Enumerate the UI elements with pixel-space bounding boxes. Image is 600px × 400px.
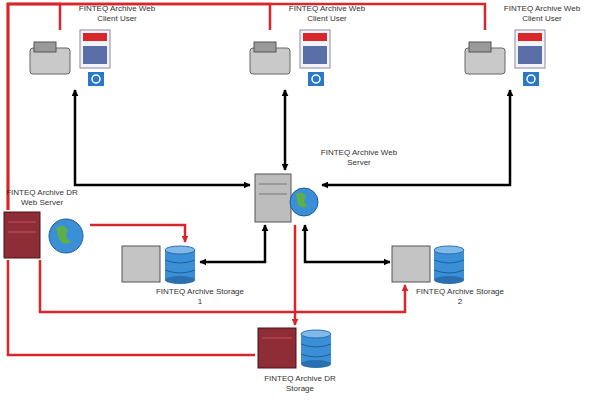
dr-storage-node: FINTEQ Archive DR Storage	[255, 325, 335, 372]
server-slot	[259, 194, 287, 195]
dr-link	[8, 4, 60, 210]
app-tile	[303, 46, 327, 64]
dr-link	[40, 260, 405, 312]
client-computer-icon	[30, 30, 110, 86]
browser-icon	[308, 72, 324, 86]
dr-link	[8, 4, 270, 210]
server-box	[122, 246, 160, 282]
disk-bottom	[165, 276, 195, 284]
disk-top	[165, 246, 195, 254]
node-label: FINTEQ Archive Web Client User	[497, 4, 587, 24]
storage-node: FINTEQ Archive Storage 1	[120, 242, 200, 285]
browser-glyph	[92, 75, 100, 83]
server-slot	[262, 338, 292, 339]
server-box	[392, 246, 430, 282]
dr-web-server-node: FINTEQ Archive DR Web Server	[0, 210, 90, 260]
server-tower	[255, 174, 291, 222]
dr-storage-icon	[258, 328, 331, 368]
app-tile	[83, 46, 107, 64]
data-link	[305, 225, 390, 262]
app-panel	[80, 30, 110, 68]
dr-web-server-icon	[4, 212, 83, 258]
client-computer-icon	[250, 30, 330, 86]
data-link	[200, 225, 265, 262]
disk-ring	[165, 260, 195, 273]
node-label: FINTEQ Archive Storage 2	[415, 287, 505, 307]
storage-node: FINTEQ Archive Storage 2	[390, 242, 466, 285]
globe-land	[296, 192, 308, 207]
client-computer-icon	[465, 30, 545, 86]
dr-link	[294, 225, 297, 325]
client-node: FINTEQ Archive Web Client User	[465, 30, 560, 90]
server-tower	[4, 212, 40, 258]
computer-screen	[34, 42, 56, 52]
computer-screen	[254, 42, 276, 52]
node-label: FINTEQ Archive Web Server	[318, 148, 400, 168]
globe-icon	[49, 219, 83, 253]
app-logo	[518, 33, 542, 41]
node-label: FINTEQ Archive Storage 1	[155, 287, 245, 307]
app-panel	[515, 30, 545, 68]
dr-link	[90, 225, 185, 242]
disk-bottom	[301, 360, 331, 368]
browser-icon	[523, 72, 539, 86]
browser-icon	[88, 72, 104, 86]
disk-ring	[301, 344, 331, 357]
client-node: FINTEQ Archive Web Client User	[250, 30, 345, 90]
server-slot	[259, 184, 287, 185]
client-node: FINTEQ Archive Web Client User	[30, 30, 125, 90]
dr-link	[8, 4, 485, 210]
app-tile	[518, 46, 542, 64]
server-box	[258, 328, 296, 368]
web-server-node: FINTEQ Archive Web Server	[250, 170, 322, 225]
app-logo	[303, 33, 327, 41]
disk-ring	[434, 260, 464, 273]
storage-icon	[122, 246, 195, 284]
computer-screen	[469, 42, 491, 52]
globe-land	[56, 226, 71, 244]
data-link	[322, 90, 510, 185]
globe-icon	[290, 188, 318, 216]
data-link	[75, 90, 250, 185]
disk-top	[301, 330, 331, 338]
browser-glyph	[312, 75, 320, 83]
node-label: FINTEQ Archive Web Client User	[72, 4, 162, 24]
data-link	[284, 90, 287, 170]
app-logo	[83, 33, 107, 41]
storage-icon	[392, 246, 464, 284]
web-server-icon	[255, 174, 318, 222]
server-slot	[8, 232, 36, 233]
browser-glyph	[527, 75, 535, 83]
app-panel	[300, 30, 330, 68]
server-slot	[8, 222, 36, 223]
disk-top	[434, 246, 464, 254]
node-label: FINTEQ Archive Web Client User	[282, 4, 372, 24]
disk-bottom	[434, 276, 464, 284]
node-label: FINTEQ Archive DR Storage	[250, 374, 350, 394]
node-label: FINTEQ Archive DR Web Server	[2, 188, 82, 208]
